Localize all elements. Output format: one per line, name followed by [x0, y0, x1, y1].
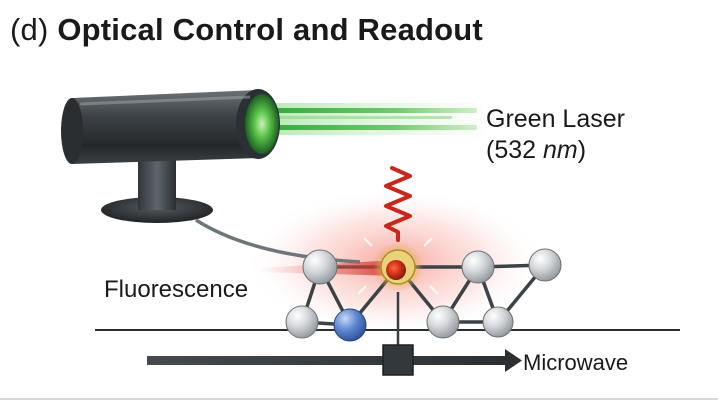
excitation-sparkle [357, 230, 439, 295]
nitrogen-atom [333, 308, 367, 342]
green-laser-beam [268, 103, 483, 135]
laser-device [61, 89, 280, 223]
title-main: Optical Control and Readout [57, 12, 483, 47]
laser-wavelength-unit: nm [542, 136, 578, 164]
laser-wavelength-close: ) [577, 136, 587, 164]
laser-label-line2: (532 nm) [486, 135, 625, 166]
red-photon-wave [384, 166, 412, 242]
laser-label-line1: Green Laser [486, 105, 625, 133]
laser-wavelength-open: (532 [486, 136, 543, 164]
laser-stand [138, 160, 176, 210]
fluorescence-label: Fluorescence [104, 276, 249, 303]
microwave-arrow [147, 349, 522, 372]
microwave-label: Microwave [523, 350, 629, 375]
laser-aperture [245, 94, 279, 154]
title-prefix: (d) [10, 12, 49, 47]
carbon-atoms [285, 248, 562, 339]
green-laser-label: Green Laser (532 nm) [486, 104, 625, 166]
microwave-source-box [382, 344, 414, 376]
figure-title: (d) Optical Control and Readout [10, 12, 483, 48]
laser-barrel [72, 90, 258, 164]
nv-center-core [386, 260, 406, 280]
